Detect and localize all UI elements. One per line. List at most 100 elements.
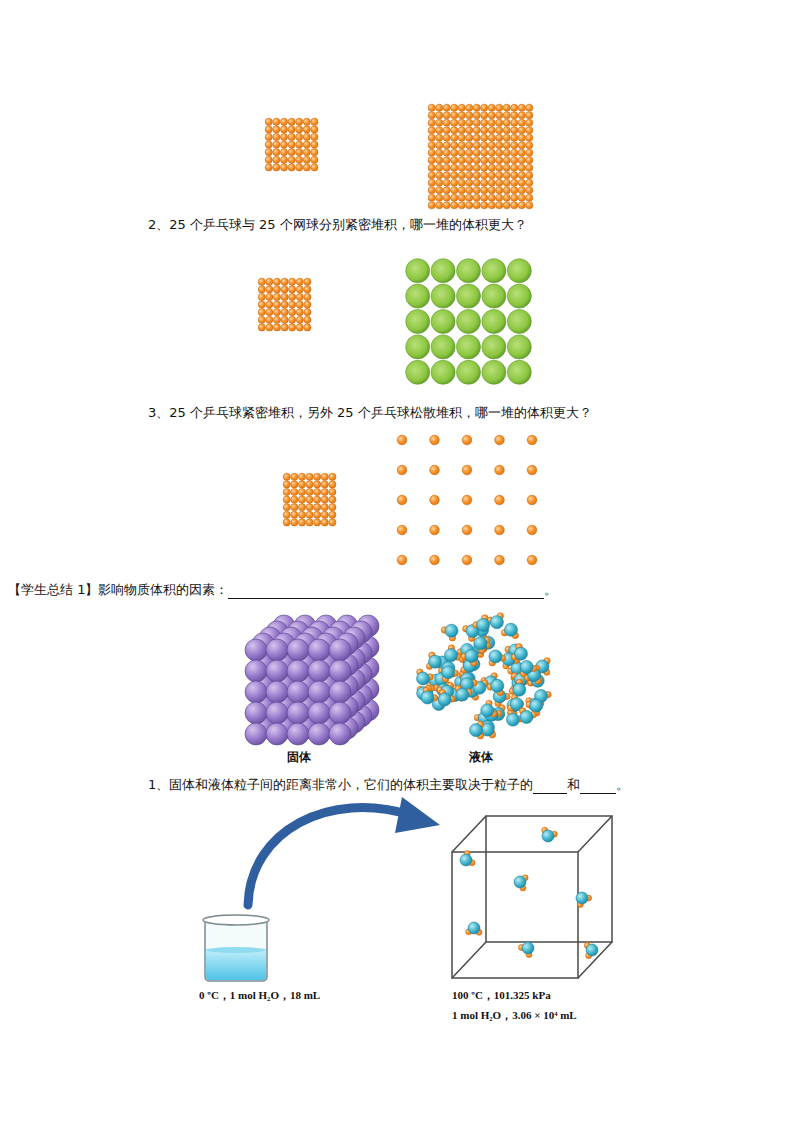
particle [511, 172, 518, 179]
particle [296, 286, 303, 293]
particle [458, 172, 465, 179]
particle [321, 481, 328, 488]
particle [466, 149, 473, 156]
particle [513, 683, 526, 696]
particle [473, 157, 480, 164]
particle [457, 310, 481, 334]
particle [458, 134, 465, 141]
particle [421, 691, 434, 704]
particle [473, 194, 480, 201]
particle [287, 702, 309, 724]
particle [451, 157, 458, 164]
particle [507, 310, 531, 334]
particle [245, 681, 267, 703]
particle [296, 126, 303, 133]
particle [298, 511, 305, 518]
particle [495, 495, 505, 505]
particle [443, 127, 450, 134]
particle [466, 112, 473, 119]
particle [511, 134, 518, 141]
particle [266, 681, 288, 703]
particle [503, 149, 510, 156]
particle [430, 555, 440, 565]
particle [491, 679, 504, 692]
particle [258, 324, 265, 331]
particle [314, 488, 321, 495]
particle [283, 511, 290, 518]
particle [481, 704, 494, 717]
particle [495, 525, 505, 535]
particle [481, 142, 488, 149]
particle [298, 496, 305, 503]
particle [329, 681, 351, 703]
particle [473, 142, 480, 149]
particle [503, 112, 510, 119]
particle [436, 187, 443, 194]
particle [496, 194, 503, 201]
particle [495, 555, 505, 565]
particle [417, 672, 430, 685]
text: 100 ºC，101.325 kPa [452, 986, 551, 1004]
particle [291, 473, 298, 480]
particle [443, 104, 450, 111]
particle [281, 309, 288, 316]
particle [273, 156, 280, 163]
particle [265, 156, 272, 163]
particle [518, 127, 525, 134]
particle [511, 142, 518, 149]
particle [298, 519, 305, 526]
particle [436, 157, 443, 164]
particle [436, 112, 443, 119]
particle [488, 149, 495, 156]
particle [266, 639, 288, 661]
particle [428, 112, 435, 119]
particle [522, 942, 534, 954]
particle [443, 134, 450, 141]
particle [526, 172, 533, 179]
particle [466, 202, 473, 209]
particle [466, 119, 473, 126]
particle [281, 286, 288, 293]
particle [511, 164, 518, 171]
particle [473, 149, 480, 156]
particle [586, 944, 598, 956]
particle [473, 172, 480, 179]
particle [428, 179, 435, 186]
particle [443, 194, 450, 201]
particle [266, 309, 273, 316]
particle [442, 666, 455, 679]
ball-piles [258, 104, 537, 565]
particle [245, 702, 267, 724]
particle [481, 149, 488, 156]
particle [273, 324, 280, 331]
text: 。 [616, 776, 629, 794]
particle [482, 259, 506, 283]
particle [466, 104, 473, 111]
curved-arrow [248, 797, 440, 905]
particle [436, 202, 443, 209]
particle [306, 488, 313, 495]
particle [303, 149, 310, 156]
particle [258, 286, 265, 293]
particle [397, 435, 407, 445]
particle [481, 157, 488, 164]
particle [265, 133, 272, 140]
text: 0 ºC，1 mol H₂O，18 mL [199, 986, 320, 1004]
particle [473, 187, 480, 194]
particle [466, 179, 473, 186]
particle [489, 650, 502, 663]
particle [306, 481, 313, 488]
particle [511, 179, 518, 186]
particle [490, 616, 503, 629]
particle [397, 465, 407, 475]
particle [488, 187, 495, 194]
particle [458, 187, 465, 194]
gas-molecules [460, 827, 598, 958]
particle [507, 259, 531, 283]
particle [511, 187, 518, 194]
particle [527, 435, 537, 445]
particle [495, 435, 505, 445]
particle [321, 496, 328, 503]
particle [283, 519, 290, 526]
particle [511, 112, 518, 119]
